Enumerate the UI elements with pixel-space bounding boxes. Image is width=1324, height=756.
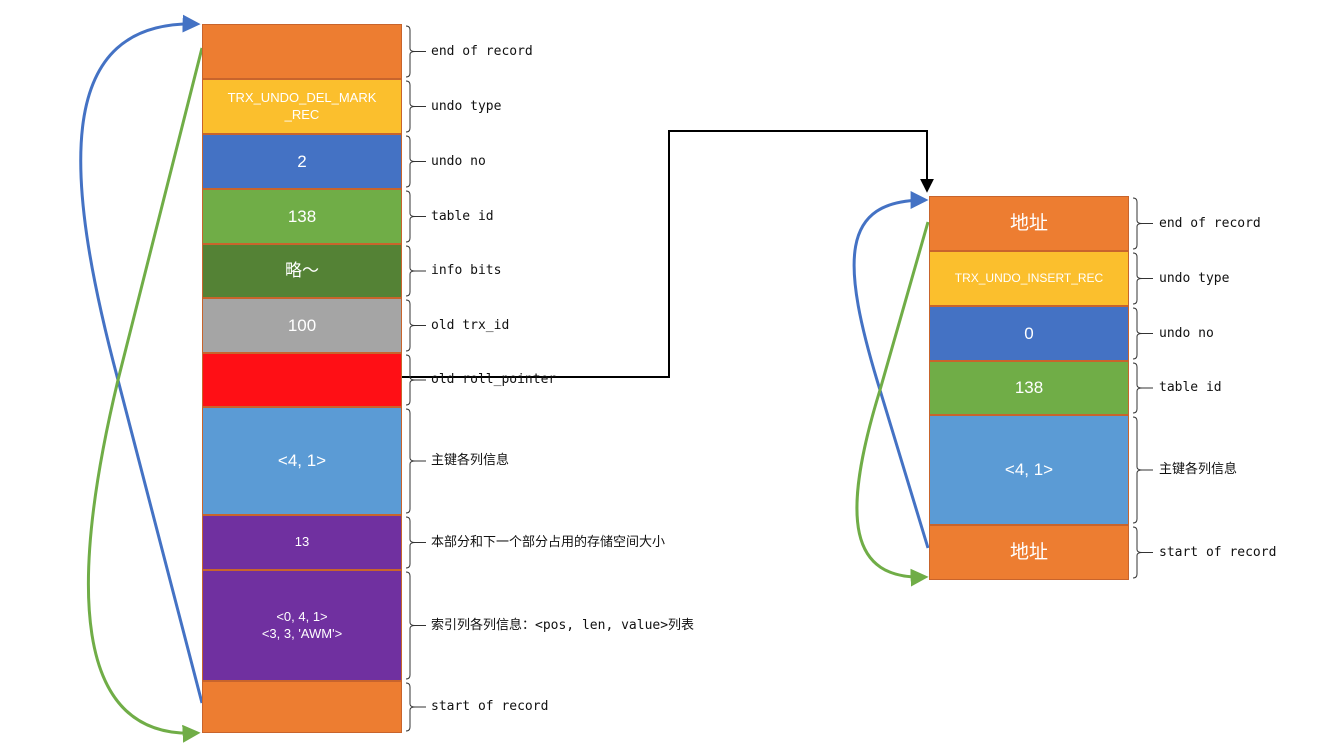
left-block-table-id: 138 bbox=[202, 189, 402, 244]
right-label-undo-no: undo no bbox=[1159, 325, 1214, 341]
bracket bbox=[1132, 362, 1153, 414]
left-label-undo-no: undo no bbox=[431, 153, 486, 169]
bracket bbox=[1132, 416, 1153, 524]
bracket bbox=[405, 408, 426, 514]
bracket bbox=[405, 135, 426, 188]
right-block-undo-no: 0 bbox=[929, 306, 1129, 361]
bracket bbox=[1132, 197, 1153, 250]
left-label-part-size: 本部分和下一个部分占用的存储空间大小 bbox=[431, 534, 666, 550]
left-block-primary-key-info: <4, 1> bbox=[202, 407, 402, 515]
bracket bbox=[1132, 252, 1153, 305]
left-end-to-start-arrow bbox=[86, 47, 204, 743]
right-label-start-of-record: start of record bbox=[1159, 544, 1277, 560]
bracket bbox=[1132, 307, 1153, 360]
bracket bbox=[405, 682, 426, 732]
left-record-braces bbox=[405, 25, 426, 732]
left-label-primary-key-info: 主键各列信息 bbox=[431, 453, 510, 468]
left-block-start-of-record bbox=[202, 681, 402, 733]
left-label-end-of-record: end of record bbox=[431, 43, 533, 59]
left-block-part-size: 13 bbox=[202, 515, 402, 570]
left-label-table-id: table id bbox=[431, 208, 494, 224]
left-label-undo-type: undo type bbox=[431, 98, 502, 114]
right-block-start-of-record: 地址 bbox=[929, 525, 1129, 580]
left-label-old-roll-pointer: old roll_pointer bbox=[431, 372, 557, 387]
bracket bbox=[405, 25, 426, 78]
bracket bbox=[405, 516, 426, 569]
bracket bbox=[405, 571, 426, 680]
left-label-index-columns-info: 索引列各列信息：<pos, len, value>列表 bbox=[431, 617, 695, 633]
left-block-old-roll-pointer bbox=[202, 353, 402, 407]
left-block-info-bits: 略～ bbox=[202, 244, 402, 298]
right-block-undo-type: TRX_UNDO_INSERT_REC bbox=[929, 251, 1129, 306]
right-label-end-of-record: end of record bbox=[1159, 215, 1261, 231]
right-label-table-id: table id bbox=[1159, 380, 1222, 395]
left-block-end-of-record bbox=[202, 24, 402, 79]
left-label-start-of-record: start of record bbox=[431, 699, 549, 714]
roll-pointer-arrow bbox=[305, 130, 934, 378]
left-block-old-trx-id: 100 bbox=[202, 298, 402, 353]
left-block-undo-no: 2 bbox=[202, 134, 402, 189]
right-block-end-of-record: 地址 bbox=[929, 196, 1129, 251]
left-block-undo-type: TRX_UNDO_DEL_MARK _REC bbox=[202, 79, 402, 134]
bracket bbox=[1132, 526, 1153, 579]
right-record-braces bbox=[1132, 197, 1153, 579]
right-label-undo-type: undo type bbox=[1159, 270, 1230, 286]
left-label-info-bits: info bits bbox=[431, 263, 502, 278]
bracket bbox=[405, 354, 426, 406]
left-start-to-end-arrow bbox=[79, 14, 204, 704]
bracket bbox=[405, 245, 426, 297]
right-block-primary-key-info: <4, 1> bbox=[929, 415, 1129, 525]
right-label-primary-key-info: 主键各列信息 bbox=[1159, 462, 1238, 477]
right-start-to-end-arrow bbox=[852, 191, 930, 549]
left-block-index-columns-info: <0, 4, 1> <3, 3, 'AWM'> bbox=[202, 570, 402, 681]
right-end-to-start-arrow bbox=[855, 221, 930, 587]
right-block-table-id: 138 bbox=[929, 361, 1129, 415]
bracket bbox=[405, 299, 426, 352]
bracket bbox=[405, 190, 426, 243]
bracket bbox=[405, 80, 426, 133]
left-label-old-trx-id: old trx_id bbox=[431, 317, 510, 333]
